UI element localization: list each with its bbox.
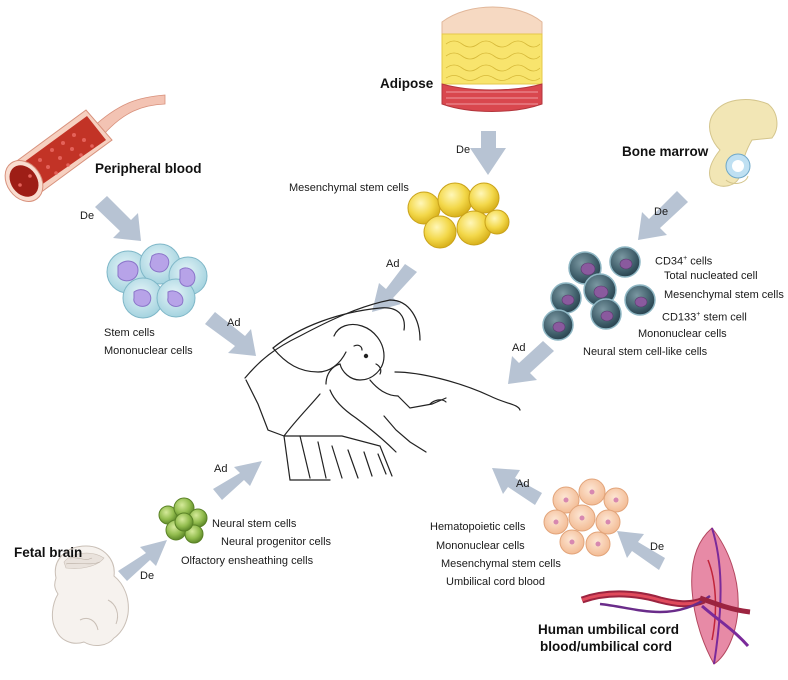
marrow-cell-label: Total nucleated cell bbox=[664, 270, 758, 282]
label-de-marrow: De bbox=[654, 206, 669, 218]
label-ad-cord: Ad bbox=[516, 478, 530, 490]
peripheral-cell-label: Stem cells bbox=[104, 327, 155, 339]
cord-cell-label: Hematopoietic cells bbox=[430, 521, 526, 533]
adipose-tissue-illustration bbox=[441, 6, 543, 112]
source-cord-line2: blood/umbilical cord bbox=[540, 639, 673, 654]
fetal-cell-label: Neural stem cells bbox=[212, 518, 297, 530]
blood-vessel-illustration bbox=[4, 94, 166, 202]
arrow-de-fetal bbox=[118, 540, 167, 581]
label-de-cord: De bbox=[650, 541, 665, 553]
arrow-ad-marrow bbox=[508, 341, 554, 384]
source-adipose: Adipose bbox=[380, 76, 434, 91]
fetal-neural-cells bbox=[158, 497, 208, 544]
source-peripheral-blood: Peripheral blood bbox=[95, 161, 202, 176]
peripheral-cell-label: Mononuclear cells bbox=[104, 345, 193, 357]
marrow-cell-label: Mesenchymal stem cells bbox=[664, 289, 784, 301]
adipose-mesenchymal-cells bbox=[407, 182, 510, 249]
arrow-de-adipose bbox=[470, 131, 506, 175]
fetal-cell-label: Olfactory ensheathing cells bbox=[181, 555, 314, 567]
arrow-ad-adipose bbox=[372, 264, 417, 312]
label-ad-fetal: Ad bbox=[214, 463, 228, 475]
source-cord-line1: Human umbilical cord bbox=[538, 622, 680, 637]
cord-cell-label: Mononuclear cells bbox=[436, 540, 525, 552]
patient-in-bed-sketch bbox=[244, 299, 521, 481]
fetus-illustration bbox=[51, 545, 129, 646]
arrow-de-peripheral bbox=[95, 196, 141, 241]
cord-cell-label: Mesenchymal stem cells bbox=[441, 558, 561, 570]
label-ad-marrow: Ad bbox=[512, 342, 526, 354]
label-de-peripheral: De bbox=[80, 210, 95, 222]
label-ad-peripheral: Ad bbox=[227, 317, 241, 329]
marrow-cell-label-cd133: CD133+ stem cell bbox=[662, 311, 747, 324]
source-fetal-brain: Fetal brain bbox=[14, 545, 83, 560]
label-de-adipose: De bbox=[456, 144, 471, 156]
marrow-cell-label: Mononuclear cells bbox=[638, 328, 727, 340]
peripheral-stem-cells bbox=[106, 243, 208, 319]
bone-marrow-illustration bbox=[709, 99, 778, 187]
arrow-ad-peripheral bbox=[205, 312, 256, 356]
umbilical-cord-illustration bbox=[580, 527, 751, 665]
arrow-de-marrow bbox=[638, 191, 688, 240]
marrow-cells bbox=[542, 246, 656, 341]
arrow-ad-cord bbox=[492, 468, 542, 505]
fetal-cell-label: Neural progenitor cells bbox=[221, 536, 332, 548]
adipose-cell-label: Mesenchymal stem cells bbox=[289, 182, 409, 194]
cord-cell-label: Umbilical cord blood bbox=[446, 576, 546, 588]
marrow-cell-label: Neural stem cell-like cells bbox=[583, 346, 708, 358]
arrows bbox=[95, 131, 688, 581]
label-ad-adipose: Ad bbox=[386, 258, 400, 270]
marrow-cell-label-cd34: CD34+ cells bbox=[655, 255, 713, 268]
source-bone-marrow: Bone marrow bbox=[622, 144, 709, 159]
arrow-ad-fetal bbox=[213, 461, 262, 500]
label-de-fetal: De bbox=[140, 570, 155, 582]
cord-blood-cells bbox=[543, 478, 629, 557]
arrow-de-cord bbox=[617, 531, 665, 570]
